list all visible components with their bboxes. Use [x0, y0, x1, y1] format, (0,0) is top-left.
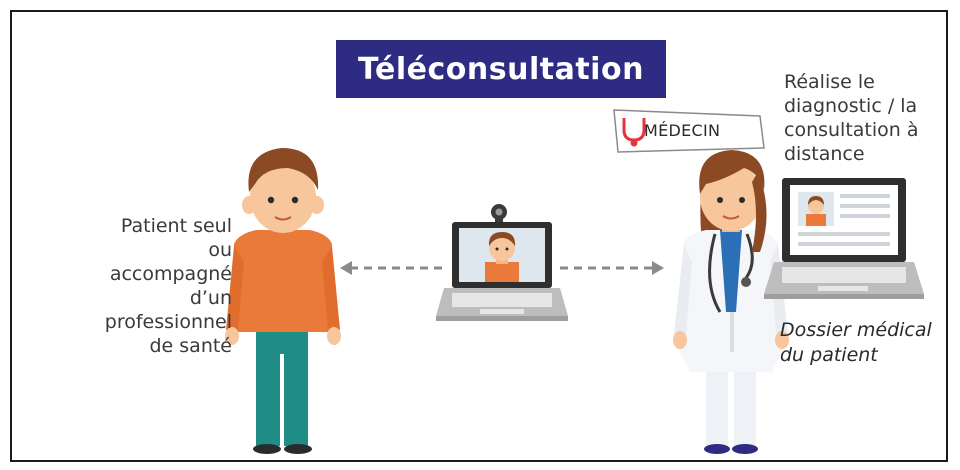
patient-figure — [225, 148, 341, 454]
diagram-frame: Téléconsultation — [10, 10, 948, 462]
record-caption-line: Dossier médical — [780, 319, 932, 341]
record-caption-line: du patient — [780, 344, 878, 366]
doctor-caption: Réalise le diagnostic / la consultation … — [784, 70, 944, 166]
doctor-badge-label: MÉDECIN — [644, 121, 721, 140]
laptop-webcam-icon — [436, 204, 568, 321]
doctor-caption-line: Réalise le — [784, 71, 875, 93]
doctor-figure — [673, 150, 789, 454]
arrow-left-icon — [340, 261, 442, 275]
stethoscope-icon — [622, 118, 646, 147]
patient-caption-line: Patient seul — [120, 215, 232, 237]
record-caption: Dossier médical du patient — [780, 318, 946, 368]
arrow-right-icon — [560, 261, 664, 275]
patient-caption-line: de santé — [149, 335, 232, 357]
doctor-badge-shape — [613, 109, 765, 153]
page-title: Téléconsultation — [336, 40, 666, 98]
patient-caption-line: ou accompagné — [109, 239, 232, 285]
doctor-caption-line: distance — [784, 143, 865, 165]
illustration-canvas — [225, 109, 924, 454]
patient-caption-line: d’un professionnel — [104, 287, 232, 333]
doctor-caption-line: diagnostic / la — [784, 95, 918, 117]
laptop-record-icon — [764, 178, 924, 299]
doctor-caption-line: consultation à — [784, 119, 919, 141]
patient-caption: Patient seul ou accompagné d’un professi… — [82, 214, 232, 358]
